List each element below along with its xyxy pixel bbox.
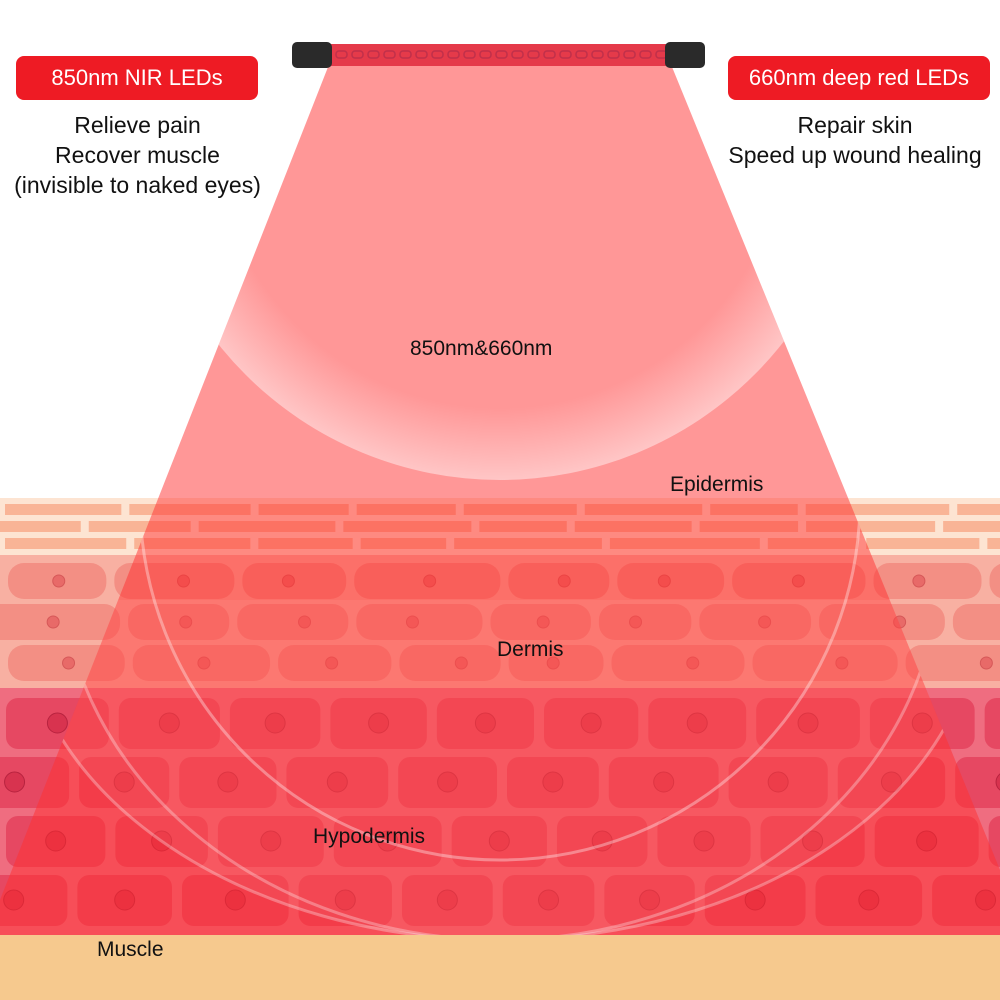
nir-led-badge: 850nm NIR LEDs (16, 56, 258, 100)
arc-dermis (138, 499, 862, 862)
led (447, 50, 460, 59)
brick (88, 521, 191, 532)
dermis-cell (952, 604, 1000, 640)
led (591, 50, 604, 59)
arc-deep (18, 599, 982, 935)
muscle-label: Muscle (97, 938, 164, 961)
benefit-text: Repair skin (797, 112, 913, 138)
beam-label: 850nm&660nm (410, 337, 553, 360)
led (623, 50, 636, 59)
led (543, 50, 556, 59)
strip-end-right (665, 42, 705, 68)
brick (866, 538, 980, 549)
led (479, 50, 492, 59)
hypodermis-label: Hypodermis (313, 825, 426, 848)
led (335, 50, 348, 59)
muscle-layer (0, 935, 1000, 1000)
led (399, 50, 412, 59)
led-dots (335, 50, 668, 59)
led (575, 50, 588, 59)
led (559, 50, 572, 59)
led-strip (330, 44, 670, 66)
dermis-cell (0, 604, 121, 640)
cell-nucleus (52, 574, 66, 588)
penetration-arcs (18, 62, 982, 935)
brick (806, 521, 936, 532)
benefit-text: Speed up wound healing (728, 142, 982, 168)
brick (957, 504, 1000, 515)
dermis-cell (873, 563, 982, 599)
cell-nucleus (979, 656, 993, 670)
brick (5, 538, 127, 549)
red-benefits: Repair skin Speed up wound healing (710, 110, 1000, 170)
benefit-text: (invisible to naked eyes) (14, 172, 261, 198)
arc-hypo (58, 559, 942, 935)
dermis-cell (905, 645, 1000, 681)
brick (0, 521, 81, 532)
cell-nucleus (912, 574, 926, 588)
arc-shallow (140, 62, 860, 480)
led (527, 50, 540, 59)
benefit-text: Recover muscle (55, 142, 220, 168)
dermis-cell (989, 563, 1000, 599)
dermis-label: Dermis (497, 638, 564, 661)
led (511, 50, 524, 59)
led (367, 50, 380, 59)
hypodermis-cell (984, 698, 1000, 749)
led (431, 50, 444, 59)
led (463, 50, 476, 59)
red-led-badge: 660nm deep red LEDs (728, 56, 990, 100)
epidermis-label: Epidermis (670, 473, 764, 496)
brick (5, 504, 122, 515)
cell-nucleus (46, 712, 68, 734)
led (415, 50, 428, 59)
strip-end-left (292, 42, 332, 68)
led (495, 50, 508, 59)
brick (805, 504, 950, 515)
led (383, 50, 396, 59)
led (351, 50, 364, 59)
brick (943, 521, 1000, 532)
cell-nucleus (4, 771, 26, 793)
brick (987, 538, 1000, 549)
led (639, 50, 652, 59)
nir-benefits: Relieve pain Recover muscle (invisible t… (0, 110, 275, 200)
cell-nucleus (995, 773, 1000, 791)
cell-nucleus (62, 656, 76, 670)
benefit-text: Relieve pain (74, 112, 201, 138)
cell-nucleus (46, 615, 60, 629)
led (607, 50, 620, 59)
